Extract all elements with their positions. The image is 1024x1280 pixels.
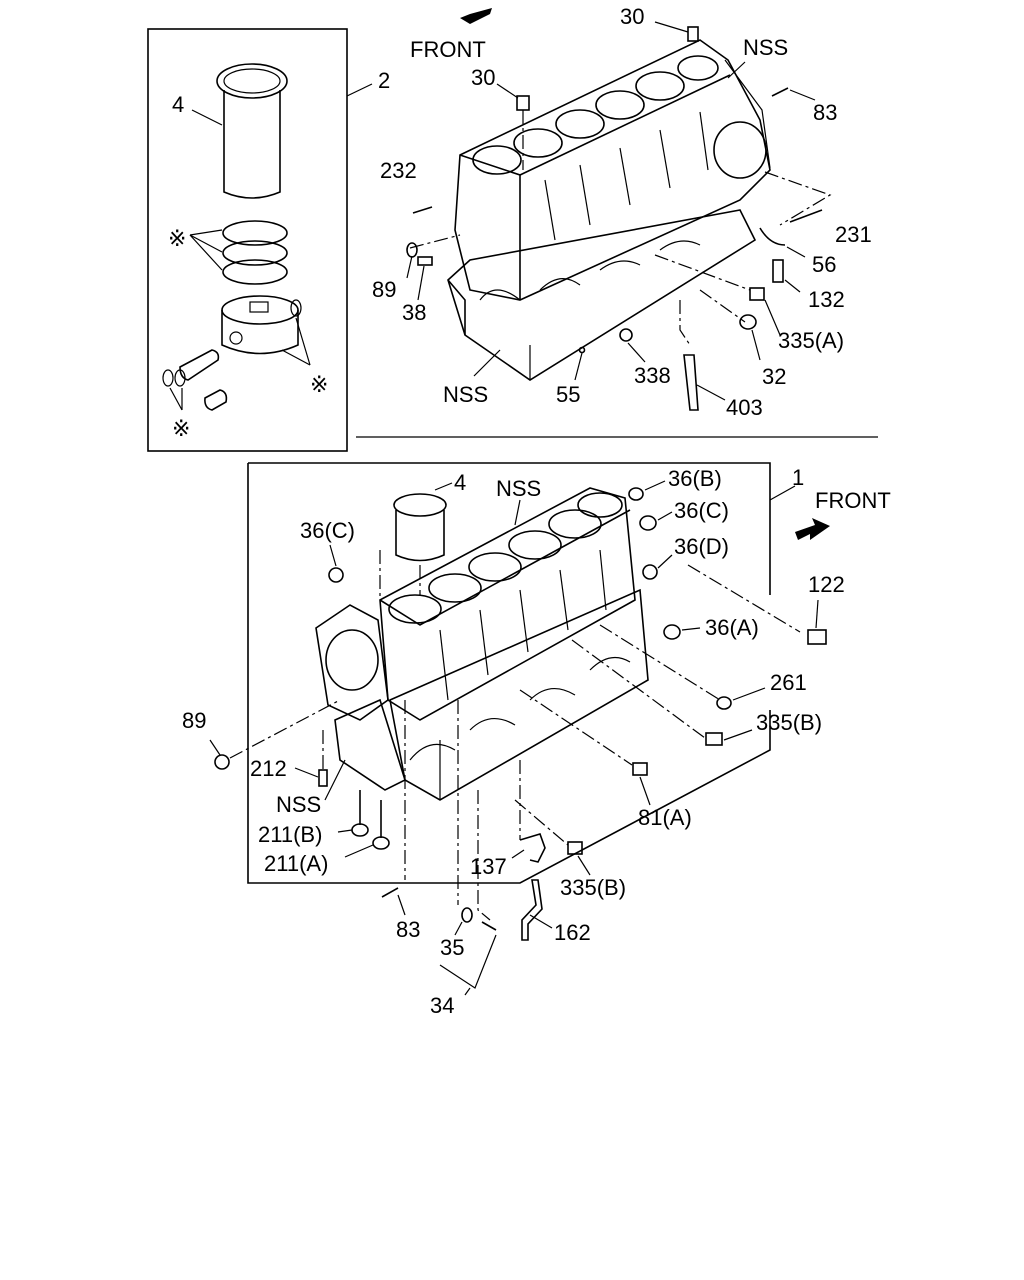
callout-36c-left: 36(C) [300, 518, 355, 543]
callout-4-lower: 4 [454, 470, 466, 495]
callout-35: 35 [440, 935, 464, 960]
callout-232: 232 [380, 158, 417, 183]
front-label-top: FRONT [410, 37, 486, 62]
callout-38: 38 [402, 300, 426, 325]
callout-338: 338 [634, 363, 671, 388]
callout-36c-right: 36(C) [674, 498, 729, 523]
front-label-bottom: FRONT [815, 488, 891, 513]
callout-1: 1 [792, 465, 804, 490]
callout-211b: 211(B) [258, 822, 322, 847]
callout-162: 162 [554, 920, 591, 945]
callout-nss-lower-bottom: NSS [276, 792, 321, 817]
callout-89-lower: 89 [182, 708, 206, 733]
callout-36a: 36(A) [705, 615, 759, 640]
callout-261: 261 [770, 670, 807, 695]
callout-83-lower: 83 [396, 917, 420, 942]
callout-nss-lower-top: NSS [496, 476, 541, 501]
callout-212: 212 [250, 756, 287, 781]
asterisk-circlip: ※ [310, 372, 328, 397]
callout-83-top: 83 [813, 100, 837, 125]
liner-kit-inset [147, 28, 373, 452]
callout-nss-top: NSS [743, 35, 788, 60]
asterisk-pins: ※ [172, 416, 190, 441]
lower-small-parts [209, 480, 830, 996]
callout-81a: 81(A) [638, 805, 692, 830]
asterisk-rings: ※ [168, 226, 186, 251]
callout-335b-lower: 335(B) [560, 875, 626, 900]
callout-89-top: 89 [372, 277, 396, 302]
callout-nss-lower-left: NSS [443, 382, 488, 407]
callout-36d: 36(D) [674, 534, 729, 559]
callout-132: 132 [808, 287, 845, 312]
callout-137: 137 [470, 854, 507, 879]
callout-2: 2 [378, 68, 390, 93]
lower-engine-block [315, 487, 649, 801]
upper-engine-block [447, 39, 771, 381]
callout-34: 34 [430, 993, 454, 1018]
callout-36b: 36(B) [668, 466, 722, 491]
callout-56: 56 [812, 252, 836, 277]
callout-211a: 211(A) [264, 851, 328, 876]
callout-403: 403 [726, 395, 763, 420]
callout-335b-right: 335(B) [756, 710, 822, 735]
callout-4-inset: 4 [172, 92, 184, 117]
callout-32: 32 [762, 364, 786, 389]
callout-231: 231 [835, 222, 872, 247]
callout-30-left: 30 [471, 65, 495, 90]
lower-assembly-frame [247, 462, 796, 884]
callout-30-top: 30 [620, 4, 644, 29]
callout-335a: 335(A) [778, 328, 844, 353]
callout-122: 122 [808, 572, 845, 597]
callout-55: 55 [556, 382, 580, 407]
upper-small-parts [406, 8, 832, 411]
